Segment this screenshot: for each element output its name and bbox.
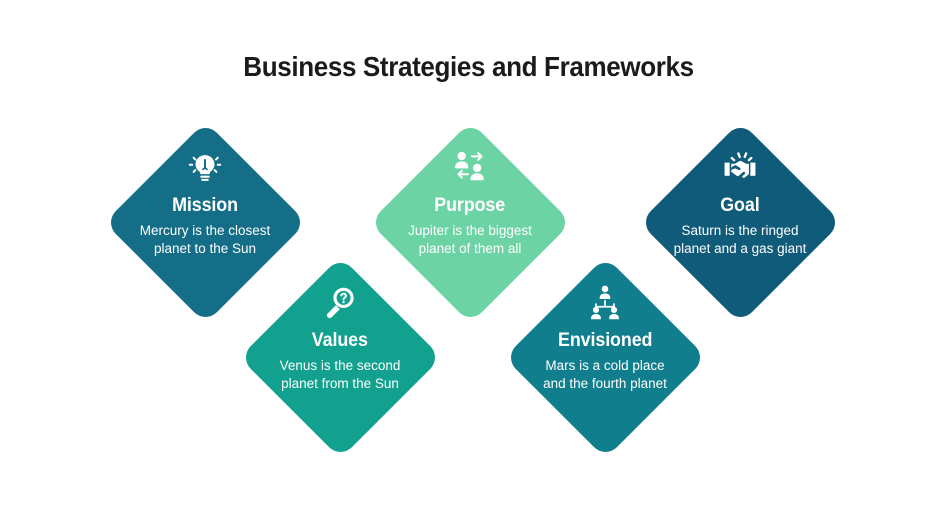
diamond-body-goal: Saturn is the ringed planet and a gas gi… — [673, 223, 807, 256]
diamond-card-mission[interactable]: Mission Mercury is the closest planet to… — [103, 120, 307, 324]
diamond-content-mission: Mission Mercury is the closest planet to… — [104, 121, 306, 323]
diamond-title-envisioned: Envisioned — [557, 330, 653, 351]
org-hierarchy-icon — [586, 283, 624, 321]
diamond-title-purpose: Purpose — [434, 195, 506, 216]
lightbulb-idea-icon — [186, 148, 224, 186]
diamond-card-goal[interactable]: Goal Saturn is the ringed planet and a g… — [638, 120, 842, 324]
diamond-body-mission: Mercury is the closest planet to the Sun — [139, 223, 271, 256]
diamond-body-purpose: Jupiter is the biggest planet of them al… — [408, 223, 532, 256]
diamond-body-values: Venus is the second planet from the Sun — [279, 358, 401, 391]
diamond-card-values[interactable]: Values Venus is the second planet from t… — [238, 255, 442, 459]
diamond-body-envisioned: Mars is a cold place and the fourth plan… — [543, 358, 667, 391]
diamond-content-envisioned: Envisioned Mars is a cold place and the … — [504, 256, 706, 458]
diamond-content-goal: Goal Saturn is the ringed planet and a g… — [639, 121, 841, 323]
diamond-content-values: Values Venus is the second planet from t… — [239, 256, 441, 458]
diamond-card-envisioned[interactable]: Envisioned Mars is a cold place and the … — [503, 255, 707, 459]
handshake-icon — [721, 148, 759, 186]
diamond-card-purpose[interactable]: Purpose Jupiter is the biggest planet of… — [368, 120, 572, 324]
diamond-title-values: Values — [311, 330, 369, 351]
page-title: Business Strategies and Frameworks — [243, 51, 694, 82]
diamond-title-goal: Goal — [720, 195, 760, 216]
people-exchange-icon — [451, 148, 489, 186]
diamond-content-purpose: Purpose Jupiter is the biggest planet of… — [369, 121, 571, 323]
diamond-title-mission: Mission — [172, 195, 238, 216]
magnifier-question-icon — [321, 283, 359, 321]
